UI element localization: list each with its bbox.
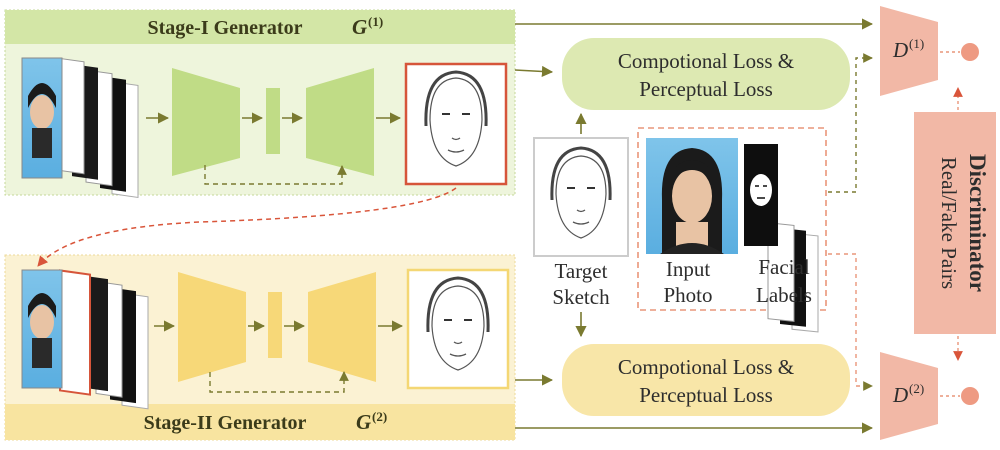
stage1-encoder (172, 68, 240, 176)
stage2-bottleneck (268, 292, 282, 358)
loss-box-bottom: Compotional Loss & Perceptual Loss (562, 344, 850, 416)
stage2-decoder (308, 272, 376, 382)
stage1-decoder (306, 68, 374, 176)
d2-output-dot (961, 387, 979, 405)
stage2-encoder (178, 272, 246, 382)
stage2-header (5, 404, 515, 440)
skip-connection (209, 371, 349, 393)
pair-to-d2-arrow (828, 253, 873, 391)
input-photo (646, 138, 738, 254)
stage1-title: Stage-I Generator (148, 17, 303, 39)
loss-bottom-line2: Perceptual Loss (639, 383, 773, 407)
stage-link-arrow (37, 187, 457, 267)
loss-bottom-line1: Compotional Loss & (618, 355, 794, 379)
labels-line1: Facial (758, 255, 809, 279)
discriminator-d1: D (1) (880, 6, 938, 96)
input-line2: Photo (663, 283, 712, 307)
labels-line2: Labels (756, 283, 812, 307)
pair-group-box (637, 127, 827, 311)
stage1-header (5, 10, 515, 44)
d2-superscript: (2) (909, 381, 924, 396)
d2-symbol: D (892, 383, 908, 407)
stage2-input-stack (21, 269, 149, 410)
stage1-superscript: (1) (368, 14, 383, 29)
facial-labels-stack (744, 144, 819, 333)
stage2-superscript: (2) (372, 409, 387, 424)
skip-connection (204, 165, 347, 185)
stage2-title: Stage-II Generator (144, 412, 307, 434)
stage2-symbol: G (356, 410, 371, 434)
stage1-sketch-stacked (59, 269, 91, 396)
loss-box-bottom-bg (562, 344, 850, 416)
stage1-bottleneck (266, 88, 280, 154)
loss-box-top: Compotional Loss & Perceptual Loss (562, 38, 850, 110)
pair-to-d1-arrow (828, 53, 873, 193)
stage1-panel: Stage-I Generator G (1) (4, 9, 516, 198)
discriminator-subtitle: Real/Fake Pairs (937, 157, 961, 289)
discriminator-d2: D (2) (880, 352, 938, 440)
loss-top-line1: Compotional Loss & (618, 49, 794, 73)
arrow (514, 65, 554, 78)
stage1-symbol: G (352, 15, 367, 39)
discriminator-title: Discriminator (965, 154, 990, 292)
stage2-panel: Stage-II Generator G (2) (4, 254, 516, 441)
d1-output-dot (961, 43, 979, 61)
target-line2: Sketch (552, 285, 610, 309)
d1-symbol: D (892, 38, 908, 62)
stage1-output-sketch (404, 62, 508, 186)
target-line1: Target (555, 259, 608, 283)
discriminator-box: Discriminator Real/Fake Pairs (914, 112, 996, 334)
d1-superscript: (1) (909, 36, 924, 51)
loss-box-top-bg (562, 38, 850, 110)
loss-top-line2: Perceptual Loss (639, 77, 773, 101)
target-sketch (533, 137, 629, 257)
stage1-input-stack (21, 57, 139, 198)
input-line1: Input (666, 257, 710, 281)
stage2-output-sketch (406, 268, 510, 390)
face-thumb (30, 95, 54, 129)
